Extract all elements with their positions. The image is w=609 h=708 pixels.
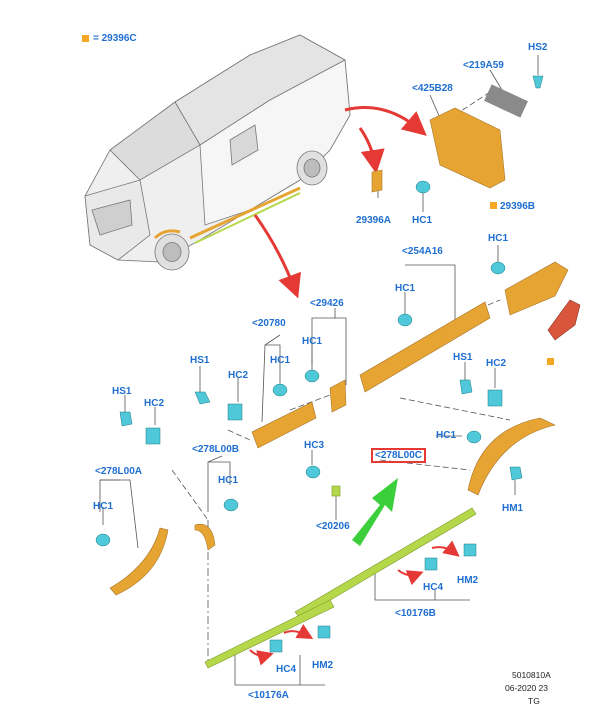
label-hc1-b: HC1 — [488, 233, 509, 244]
sill-moldings-green — [204, 485, 477, 669]
label-10176b: <10176B — [395, 608, 436, 619]
legend-swatch — [82, 35, 89, 42]
rear-wheel-arch — [467, 417, 556, 496]
footer-date: 06-2020 23 — [505, 683, 549, 693]
label-hc1-d: HC1 — [302, 336, 323, 347]
clip-20206 — [331, 485, 341, 497]
leader-lines — [99, 55, 539, 686]
gray-bracket-219a59 — [484, 84, 528, 118]
label-hc1-g: HC1 — [218, 475, 239, 486]
label-29396b: 29396B — [500, 201, 536, 212]
label-hc4-a: HC4 — [423, 582, 444, 593]
footer-ref: 5010810A — [512, 670, 551, 680]
label-hc1-f: HC1 — [436, 430, 457, 441]
orange-square-marker-b — [490, 202, 497, 209]
label-29426: <29426 — [310, 298, 344, 309]
label-278l00a: <278L00A — [95, 466, 142, 477]
green-arrow — [352, 478, 398, 546]
label-hc3: HC3 — [304, 440, 325, 451]
orange-square-marker — [547, 358, 554, 365]
label-hc2-b: HC2 — [486, 358, 507, 369]
label-hc2-c: HC2 — [144, 398, 165, 409]
footer-author: TG — [528, 696, 540, 706]
label-hs1-c: HS1 — [112, 386, 132, 397]
label-hc1-h: HC1 — [93, 501, 114, 512]
label-hc1-c: HC1 — [395, 283, 416, 294]
label-10176a: <10176A — [248, 690, 289, 701]
label-hc1-e: HC1 — [270, 355, 291, 366]
red-bracket — [547, 299, 581, 341]
clips — [95, 75, 544, 653]
long-molding-254a16 — [359, 301, 491, 393]
small-molding-29396a — [371, 169, 383, 193]
legend: = 29396C — [82, 33, 137, 44]
label-278l00c-highlighted: <278L00C — [371, 448, 426, 463]
wheel-arch-front-left — [109, 527, 169, 596]
label-254a16: <254A16 — [402, 246, 443, 257]
small-red-arrows — [249, 540, 460, 666]
molding-20780 — [251, 401, 317, 449]
label-425b28: <425B28 — [412, 83, 453, 94]
label-hs2: HS2 — [528, 42, 548, 53]
label-hs1-b: HS1 — [453, 352, 473, 363]
label-278l00b: <278L00B — [192, 444, 239, 455]
van-illustration — [84, 34, 351, 271]
trim-parts-orange — [109, 107, 569, 596]
label-hs1-a: HS1 — [190, 355, 210, 366]
rear-corner-panel — [429, 107, 506, 189]
label-hm2-a: HM2 — [457, 575, 479, 586]
rear-side-molding — [504, 261, 569, 316]
label-hm1: HM1 — [502, 503, 524, 514]
label-20206: <20206 — [316, 521, 350, 532]
label-hm2-b: HM2 — [312, 660, 334, 671]
label-hc1-a: HC1 — [412, 215, 433, 226]
label-hc2-a: HC2 — [228, 370, 249, 381]
wheel-arch-front-right — [194, 523, 216, 551]
callout-arrows — [253, 106, 427, 299]
label-20780: <20780 — [252, 318, 286, 329]
molding-29426 — [329, 379, 347, 413]
sill-10176a — [204, 599, 335, 669]
label-29396a: 29396A — [356, 215, 392, 226]
label-219a59: <219A59 — [463, 60, 504, 71]
label-hc4-b: HC4 — [276, 664, 297, 675]
legend-text: = 29396C — [93, 33, 137, 44]
